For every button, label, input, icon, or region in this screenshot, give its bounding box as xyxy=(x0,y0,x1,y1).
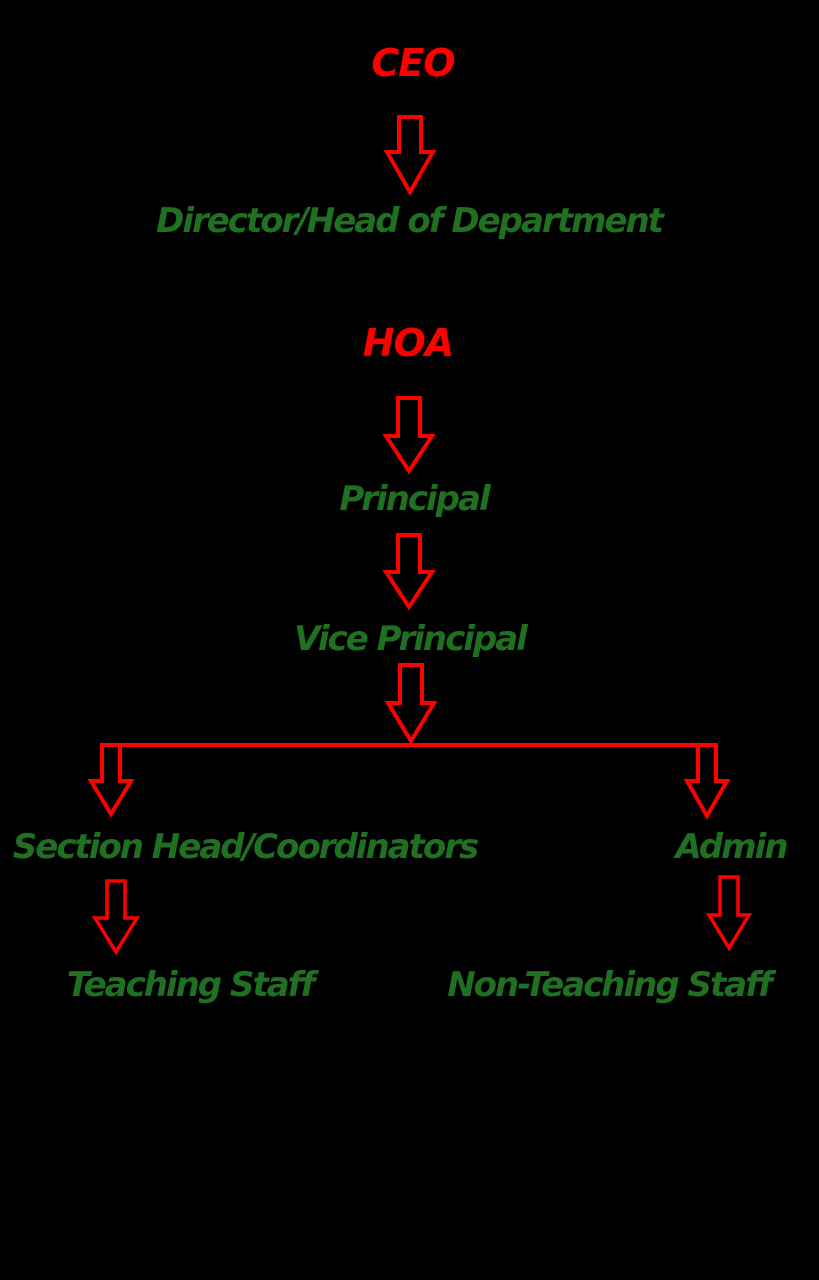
node-director: Director/Head of Department xyxy=(156,201,664,241)
down-arrow-branch-to-section-head xyxy=(87,745,135,818)
down-arrow-admin-to-non-teaching-staff xyxy=(705,875,753,952)
node-teaching-staff: Teaching Staff xyxy=(66,965,315,1005)
down-arrow-ceo-to-director xyxy=(383,115,437,197)
node-vice-principal: Vice Principal xyxy=(294,619,528,659)
node-section-head: Section Head/Coordinators xyxy=(12,827,479,867)
node-hoa: HOA xyxy=(362,321,455,365)
down-arrow-hoa-to-principal xyxy=(382,396,436,475)
down-arrow-vice-principal-to-branch xyxy=(384,663,438,745)
down-arrow-section-head-to-teaching-staff xyxy=(91,879,141,956)
down-arrow-principal-to-vice-principal xyxy=(382,533,436,611)
node-non-teaching-staff: Non-Teaching Staff xyxy=(447,965,773,1005)
node-ceo: CEO xyxy=(371,41,455,85)
node-principal: Principal xyxy=(339,479,490,519)
down-arrow-branch-to-admin xyxy=(683,745,731,821)
node-admin: Admin xyxy=(675,827,789,867)
